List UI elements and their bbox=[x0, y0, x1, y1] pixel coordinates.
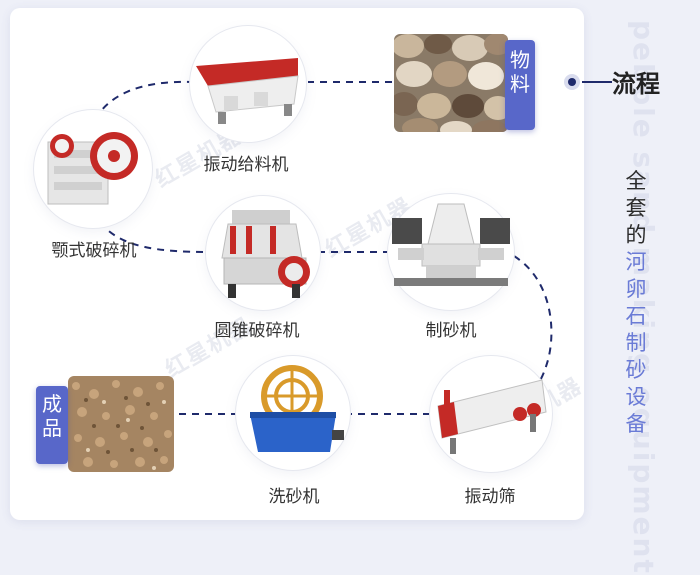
sand-washer-label: 洗砂机 bbox=[268, 487, 320, 507]
sand-maker-label: 制砂机 bbox=[425, 321, 477, 341]
input-material-tag: 物料 bbox=[505, 40, 535, 130]
jaw-crusher-node[interactable] bbox=[34, 110, 152, 228]
vibrating-feeder-label: 振动给料机 bbox=[203, 155, 289, 175]
side-subtitle-part2: 河卵石制砂设备 bbox=[625, 250, 647, 436]
side-background-text: pebble sand making equipment bbox=[627, 20, 660, 575]
cone-crusher-icon bbox=[221, 210, 310, 298]
title-marker bbox=[564, 74, 612, 90]
connector-sandmaker-screen bbox=[513, 255, 553, 387]
side-subtitle-part1: 全套的 bbox=[625, 169, 647, 247]
final-product-photo bbox=[68, 376, 174, 472]
side-subtitle: 全套的河卵石制砂设备 bbox=[624, 168, 648, 438]
vibrating-screen-icon bbox=[437, 379, 547, 454]
jaw-crusher-label: 颚式破碎机 bbox=[51, 241, 137, 261]
cone-crusher-label: 圆锥破碎机 bbox=[214, 321, 300, 341]
vibrating-feeder-icon bbox=[196, 58, 299, 124]
vibrating-feeder-node[interactable] bbox=[190, 26, 306, 142]
sand-image bbox=[68, 376, 174, 472]
output-tag-label: 成品 bbox=[42, 392, 62, 440]
pebbles-image bbox=[394, 34, 508, 132]
vibrating-screen-node[interactable] bbox=[430, 356, 552, 472]
sand-washer-node[interactable] bbox=[236, 356, 350, 470]
cone-crusher-node[interactable] bbox=[206, 196, 320, 310]
sand-washer-icon bbox=[250, 365, 344, 452]
raw-material-photo bbox=[394, 34, 508, 132]
jaw-crusher-icon bbox=[47, 132, 138, 205]
side-title: 流程 bbox=[612, 70, 660, 98]
vibrating-screen-label: 振动筛 bbox=[464, 487, 516, 507]
input-tag-label: 物料 bbox=[510, 48, 530, 96]
connector-feeder-jaw bbox=[95, 80, 195, 119]
flow-connectors bbox=[95, 80, 553, 415]
sand-maker-icon bbox=[392, 203, 510, 286]
output-product-tag: 成品 bbox=[36, 386, 68, 464]
sand-maker-node[interactable] bbox=[388, 194, 514, 310]
